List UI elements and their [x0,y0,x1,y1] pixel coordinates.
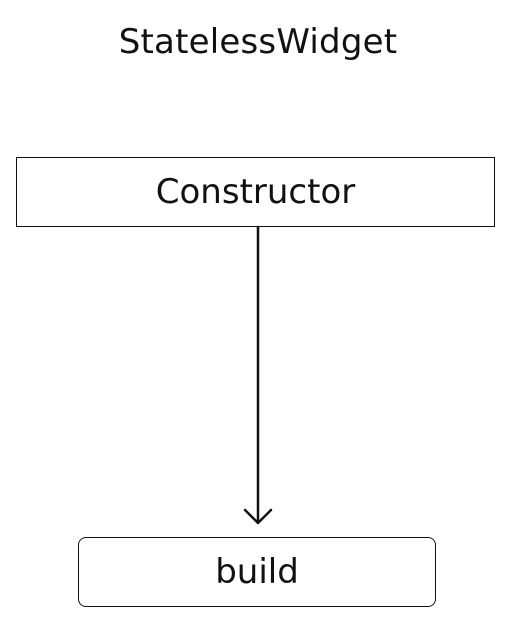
constructor-node: Constructor [16,157,495,227]
diagram-title: StatelessWidget [118,22,398,62]
build-node: build [78,537,436,607]
constructor-label: Constructor [155,172,356,212]
build-label: build [215,552,299,592]
arrow-head-icon [243,508,273,525]
